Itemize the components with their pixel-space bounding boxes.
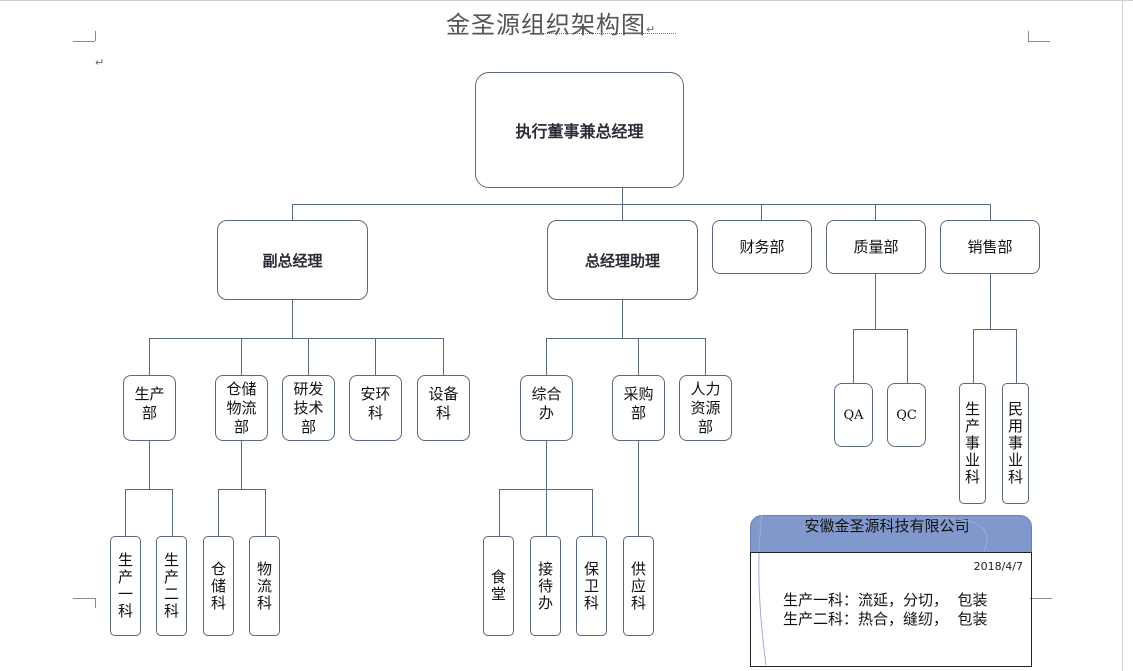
connector xyxy=(875,274,876,329)
connector xyxy=(172,489,173,537)
connector xyxy=(853,329,854,384)
paragraph-mark: ↵ xyxy=(95,56,105,69)
note-header: 安徽金圣源科技有限公司 xyxy=(750,515,1032,553)
note-line-1: 生产一科：流延，分切， 包装 xyxy=(783,591,988,609)
connector xyxy=(546,489,547,537)
connector xyxy=(125,489,126,537)
node-finance[interactable]: 财务部 xyxy=(712,220,812,274)
node-security[interactable]: 保卫科 xyxy=(576,536,607,636)
connector xyxy=(546,338,547,376)
connector xyxy=(149,338,150,376)
node-vice-gm[interactable]: 副总经理 xyxy=(217,220,368,300)
node-root[interactable]: 执行董事兼总经理 xyxy=(475,72,684,188)
node-reception[interactable]: 接待办 xyxy=(530,536,561,636)
connector xyxy=(292,204,990,205)
connector xyxy=(853,329,907,330)
margin-mark-top-right-v xyxy=(1028,31,1029,41)
node-hr[interactable]: 人力 资源 部 xyxy=(679,375,732,441)
connector xyxy=(622,188,623,204)
connector xyxy=(125,489,172,490)
spellcheck-underline xyxy=(540,33,676,34)
connector xyxy=(973,329,1016,330)
connector xyxy=(308,338,309,376)
connector xyxy=(990,204,991,221)
margin-mark-bottom-left-v xyxy=(95,598,96,608)
connector xyxy=(761,204,762,221)
node-supply[interactable]: 供应科 xyxy=(623,536,654,636)
node-safety[interactable]: 安环 科 xyxy=(349,375,402,441)
connector xyxy=(990,274,991,329)
node-prod2[interactable]: 生产二科 xyxy=(156,536,187,636)
connector xyxy=(705,338,706,376)
connector xyxy=(292,300,293,338)
connector xyxy=(546,338,705,339)
connector xyxy=(973,329,974,384)
node-gm-assistant[interactable]: 总经理助理 xyxy=(547,220,698,300)
node-purchasing[interactable]: 采购 部 xyxy=(612,375,665,441)
node-equipment[interactable]: 设备 科 xyxy=(417,375,470,441)
connector xyxy=(499,489,592,490)
connector xyxy=(638,441,639,537)
margin-mark-bottom-right xyxy=(1030,598,1052,599)
margin-mark-top-right xyxy=(1028,41,1050,42)
margin-mark-top-left-v xyxy=(95,31,96,41)
note-company-name: 安徽金圣源科技有限公司 xyxy=(804,517,970,535)
connector xyxy=(241,441,242,489)
margin-mark-bottom-left xyxy=(73,598,95,599)
note-body: 2018/4/7 生产一科：流延，分切， 包装 生产二科：热合，缝纫， 包装 xyxy=(750,552,1032,667)
node-qa[interactable]: QA xyxy=(834,383,873,447)
node-civil-business[interactable]: 民用事业科 xyxy=(1002,383,1029,504)
margin-mark-top-left xyxy=(73,41,95,42)
connector xyxy=(241,338,242,376)
connector xyxy=(499,489,500,537)
node-rnd-tech[interactable]: 研发 技术 部 xyxy=(282,375,335,441)
node-quality[interactable]: 质量部 xyxy=(826,220,926,274)
node-storage[interactable]: 仓储科 xyxy=(203,536,234,636)
node-production-business[interactable]: 生产事业科 xyxy=(959,383,986,504)
node-logistics[interactable]: 物流科 xyxy=(249,536,280,636)
connector xyxy=(638,338,639,376)
connector xyxy=(218,489,265,490)
connector xyxy=(622,204,623,221)
node-qc[interactable]: QC xyxy=(887,383,926,447)
page-top-border xyxy=(0,0,1133,1)
connector xyxy=(1016,329,1017,384)
connector xyxy=(218,489,219,537)
connector xyxy=(443,338,444,376)
connector xyxy=(149,441,150,489)
connector xyxy=(265,489,266,537)
connector xyxy=(907,329,908,384)
page-right-border xyxy=(1122,0,1123,671)
node-canteen[interactable]: 食堂 xyxy=(483,536,514,636)
connector xyxy=(875,204,876,221)
note-decoration-curves xyxy=(758,515,988,666)
connector xyxy=(149,338,443,339)
node-warehouse-logistics[interactable]: 仓储 物流 部 xyxy=(215,375,268,441)
node-sales[interactable]: 销售部 xyxy=(940,220,1040,274)
node-prod1[interactable]: 生产一科 xyxy=(110,536,141,636)
document-title[interactable]: 金圣源组织架构图↵ xyxy=(446,11,657,39)
connector xyxy=(292,204,293,221)
connector xyxy=(375,338,376,376)
note-line-2: 生产二科：热合，缝纫， 包装 xyxy=(783,610,988,628)
connector xyxy=(592,489,593,537)
node-general-office[interactable]: 综合 办 xyxy=(520,375,573,441)
node-production-dept[interactable]: 生产 部 xyxy=(123,375,176,441)
connector xyxy=(546,441,547,489)
note-date: 2018/4/7 xyxy=(973,560,1023,573)
connector xyxy=(622,300,623,338)
